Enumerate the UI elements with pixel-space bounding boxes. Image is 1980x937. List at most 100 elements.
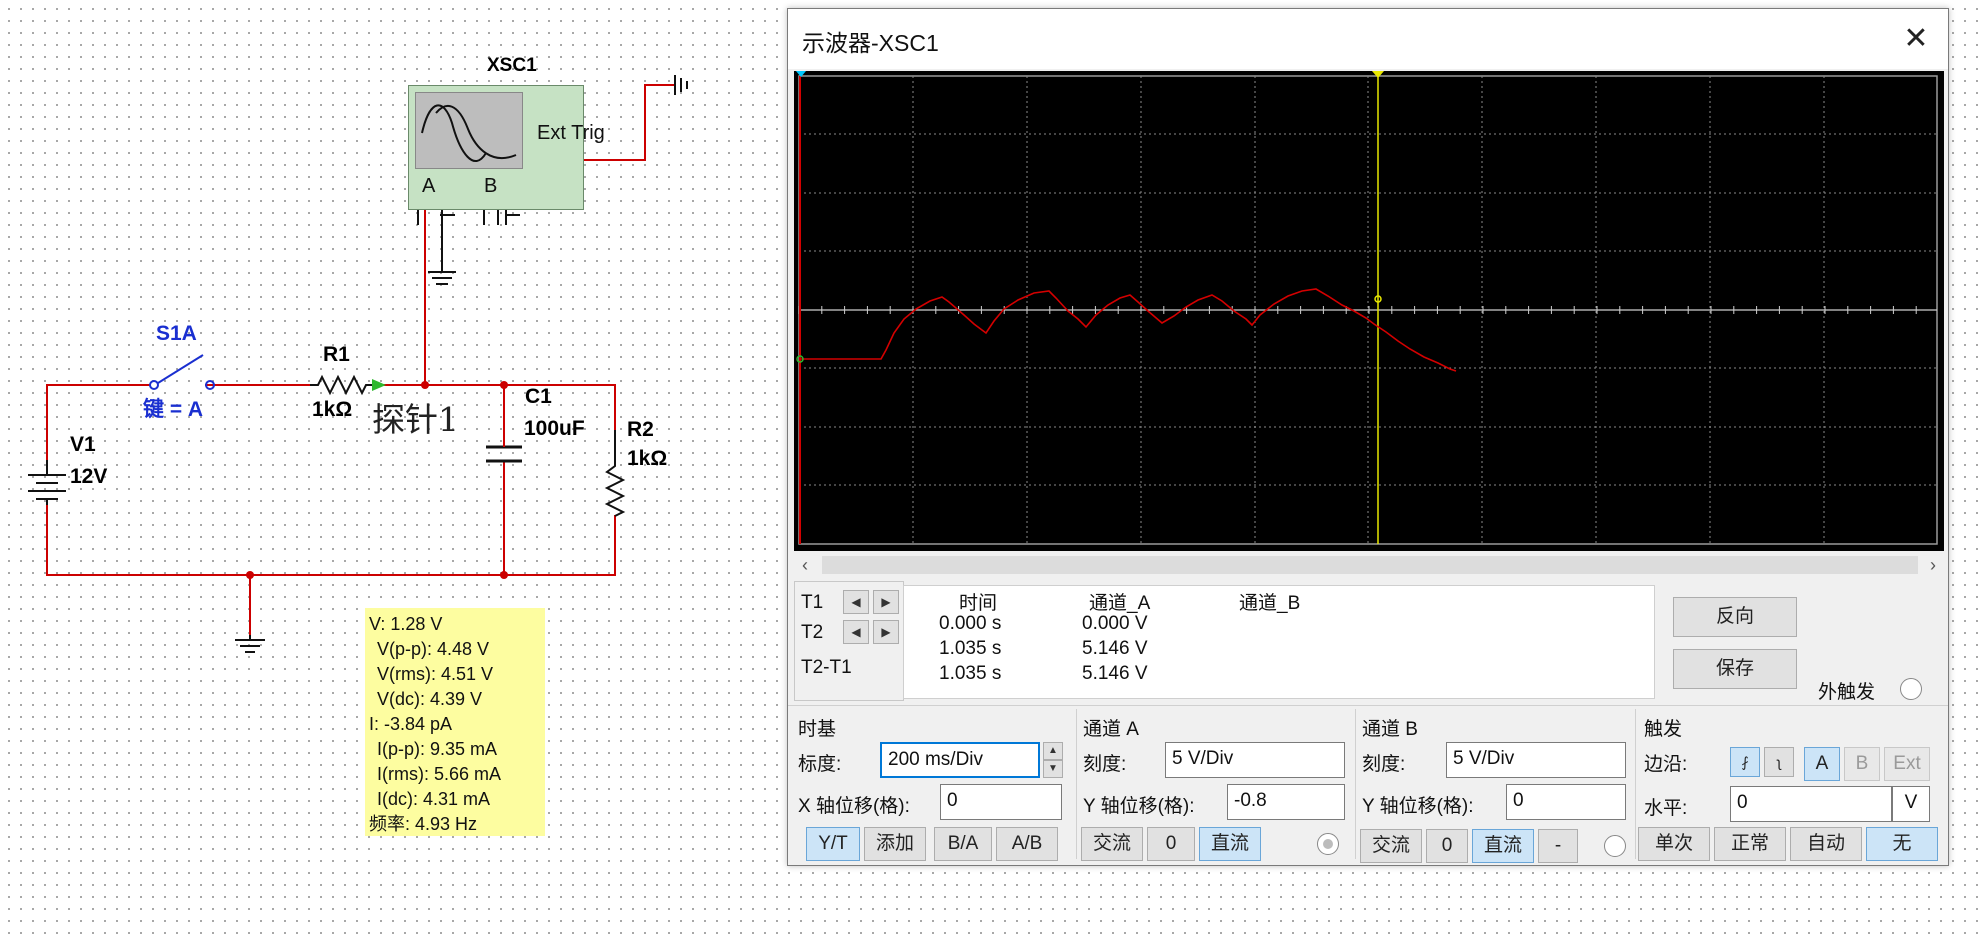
channel-a-scale-input[interactable]: 5 V/Div bbox=[1165, 742, 1345, 778]
schematic-canvas[interactable]: Ext Trig A B XSC1 S1A 键 = A R1 1kΩ 探针1 C… bbox=[0, 0, 780, 937]
scroll-right-icon[interactable]: › bbox=[1930, 555, 1936, 575]
channel-b-zero-button[interactable]: 0 bbox=[1426, 829, 1468, 863]
delta-time-value: 1.035 s bbox=[939, 663, 1002, 684]
horizontal-scrollbar[interactable]: ‹ › bbox=[794, 554, 1944, 576]
r1-name-label: R1 bbox=[323, 343, 350, 366]
t2-a-value: 5.146 V bbox=[1082, 638, 1148, 659]
cursor-panel: T1 ◀ ▶ T2 ◀ ▶ T2-T1 bbox=[794, 581, 904, 701]
trigger-source-ext-button[interactable]: Ext bbox=[1884, 747, 1930, 781]
channel-b-radio[interactable] bbox=[1604, 835, 1626, 857]
channel-b-ypos-input[interactable]: 0 bbox=[1506, 784, 1626, 820]
channel-a-title: 通道 A bbox=[1083, 719, 1139, 740]
channel-a-radio[interactable] bbox=[1317, 833, 1339, 855]
channel-a-ac-button[interactable]: 交流 bbox=[1081, 827, 1143, 861]
t2-left-button[interactable]: ◀ bbox=[843, 620, 869, 644]
channel-a-zero-button[interactable]: 0 bbox=[1147, 827, 1195, 861]
header-time: 时间 bbox=[959, 593, 998, 614]
save-button[interactable]: 保存 bbox=[1673, 649, 1797, 689]
header-channel-b: 通道_B bbox=[1239, 593, 1301, 614]
probe-vrms: V(rms): 4.51 V bbox=[377, 664, 494, 684]
t2-t1-label: T2-T1 bbox=[801, 657, 852, 678]
channel-a-scale-label: 刻度: bbox=[1083, 754, 1127, 775]
channel-a-dc-button[interactable]: 直流 bbox=[1199, 827, 1261, 861]
probe-frequency: 频率: 4.93 Hz bbox=[369, 814, 478, 834]
scope-display[interactable] bbox=[794, 71, 1944, 551]
t1-time-value: 0.000 s bbox=[939, 613, 1002, 634]
trigger-level-input[interactable]: 0 bbox=[1730, 786, 1892, 822]
v1-name-label: V1 bbox=[70, 433, 96, 456]
pin-b-label: B bbox=[484, 175, 498, 197]
channel-b-ac-button[interactable]: 交流 bbox=[1360, 829, 1422, 863]
timebase-xpos-input[interactable]: 0 bbox=[940, 784, 1062, 820]
channel-b-dc-button[interactable]: 直流 bbox=[1472, 829, 1534, 863]
probe-irms: I(rms): 5.66 mA bbox=[377, 764, 502, 784]
scroll-left-icon[interactable]: ‹ bbox=[802, 555, 808, 575]
channel-b-scale-input[interactable]: 5 V/Div bbox=[1446, 742, 1626, 778]
channel-b-ypos-label: Y 轴位移(格): bbox=[1362, 796, 1474, 817]
divider bbox=[1635, 709, 1636, 859]
pin-a-label: A bbox=[422, 175, 436, 197]
trigger-source-a-button[interactable]: A bbox=[1804, 747, 1840, 781]
probe-vdc: V(dc): 4.39 V bbox=[377, 689, 483, 709]
reverse-button[interactable]: 反向 bbox=[1673, 597, 1797, 637]
channel-a-ypos-label: Y 轴位移(格): bbox=[1083, 796, 1195, 817]
measurement-table: 时间 通道_A 通道_B 0.000 s 0.000 V 1.035 s 5.1… bbox=[903, 585, 1655, 699]
channel-a-section: 通道 A 刻度: 5 V/Div Y 轴位移(格): -0.8 交流 0 直流 bbox=[1077, 706, 1355, 862]
channel-b-minus-button[interactable]: - bbox=[1538, 829, 1578, 863]
probe-vpp: V(p-p): 4.48 V bbox=[377, 639, 490, 659]
trigger-edge-label: 边沿: bbox=[1644, 754, 1688, 775]
header-channel-a: 通道_A bbox=[1089, 593, 1151, 614]
switch-key-label[interactable]: 键 = A bbox=[143, 398, 204, 421]
c1-name-label: C1 bbox=[525, 385, 552, 408]
mode-yt-button[interactable]: Y/T bbox=[806, 827, 860, 861]
trigger-source-b-button[interactable]: B bbox=[1844, 747, 1880, 781]
t2-time-value: 1.035 s bbox=[939, 638, 1002, 659]
timebase-spin-down[interactable]: ▼ bbox=[1043, 760, 1063, 778]
channel-a-ypos-input[interactable]: -0.8 bbox=[1227, 784, 1345, 820]
timebase-xpos-label: X 轴位移(格): bbox=[798, 796, 910, 817]
trigger-none-button[interactable]: 无 bbox=[1866, 827, 1938, 861]
t2-trace-marker bbox=[1374, 295, 1382, 303]
t1-left-button[interactable]: ◀ bbox=[843, 590, 869, 614]
r2-value-label: 1kΩ bbox=[627, 447, 668, 470]
t1-label: T1 bbox=[801, 592, 824, 613]
channel-a-trace bbox=[800, 288, 1457, 372]
window-titlebar[interactable]: 示波器-XSC1 ✕ bbox=[788, 9, 1948, 69]
divider bbox=[1355, 709, 1356, 859]
timebase-scale-label: 标度: bbox=[798, 754, 842, 775]
channel-b-section: 通道 B 刻度: 5 V/Div Y 轴位移(格): 0 交流 0 直流 - bbox=[1356, 706, 1635, 863]
oscilloscope-window[interactable]: 示波器-XSC1 ✕ bbox=[787, 8, 1949, 866]
trigger-auto-button[interactable]: 自动 bbox=[1790, 827, 1862, 861]
ext-trigger-label: 外触发 bbox=[1818, 682, 1876, 703]
trigger-title: 触发 bbox=[1644, 719, 1683, 740]
timebase-scale-input[interactable]: 200 ms/Div bbox=[880, 742, 1040, 778]
scope-xsc1-symbol[interactable]: Ext Trig A B bbox=[408, 85, 605, 210]
delta-a-value: 5.146 V bbox=[1082, 663, 1148, 684]
scroll-track[interactable] bbox=[822, 556, 1918, 574]
timebase-title: 时基 bbox=[798, 719, 837, 740]
cursor-t1-marker bbox=[796, 71, 806, 77]
trigger-normal-button[interactable]: 正常 bbox=[1714, 827, 1786, 861]
timebase-section: 时基 标度: 200 ms/Div ▲ ▼ X 轴位移(格): 0 Y/T 添加… bbox=[788, 706, 1076, 862]
falling-edge-icon[interactable]: ʅ bbox=[1764, 747, 1794, 777]
probe-name-label[interactable]: 探针1 bbox=[372, 400, 459, 439]
circuit-wires bbox=[28, 75, 688, 653]
rising-edge-icon[interactable]: ⨏ bbox=[1730, 747, 1760, 777]
timebase-spin-up[interactable]: ▲ bbox=[1043, 742, 1063, 760]
switch-name-label: S1A bbox=[156, 322, 197, 345]
close-icon[interactable]: ✕ bbox=[1903, 22, 1929, 55]
mode-add-button[interactable]: 添加 bbox=[864, 827, 926, 861]
scope-name-label: XSC1 bbox=[487, 55, 537, 76]
mode-ab-button[interactable]: A/B bbox=[996, 827, 1058, 861]
ext-trigger-radio[interactable] bbox=[1900, 678, 1922, 700]
probe-readout-box: V: 1.28 V V(p-p): 4.48 V V(rms): 4.51 V … bbox=[365, 608, 545, 836]
trigger-single-button[interactable]: 单次 bbox=[1638, 827, 1710, 861]
t1-trace-marker bbox=[796, 355, 804, 363]
trigger-level-unit[interactable]: V bbox=[1892, 786, 1930, 822]
t2-right-button[interactable]: ▶ bbox=[873, 620, 899, 644]
r2-name-label: R2 bbox=[627, 418, 654, 441]
t1-right-button[interactable]: ▶ bbox=[873, 590, 899, 614]
divider bbox=[1076, 709, 1077, 859]
mode-ba-button[interactable]: B/A bbox=[934, 827, 992, 861]
probe-ipp: I(p-p): 9.35 mA bbox=[377, 739, 498, 759]
